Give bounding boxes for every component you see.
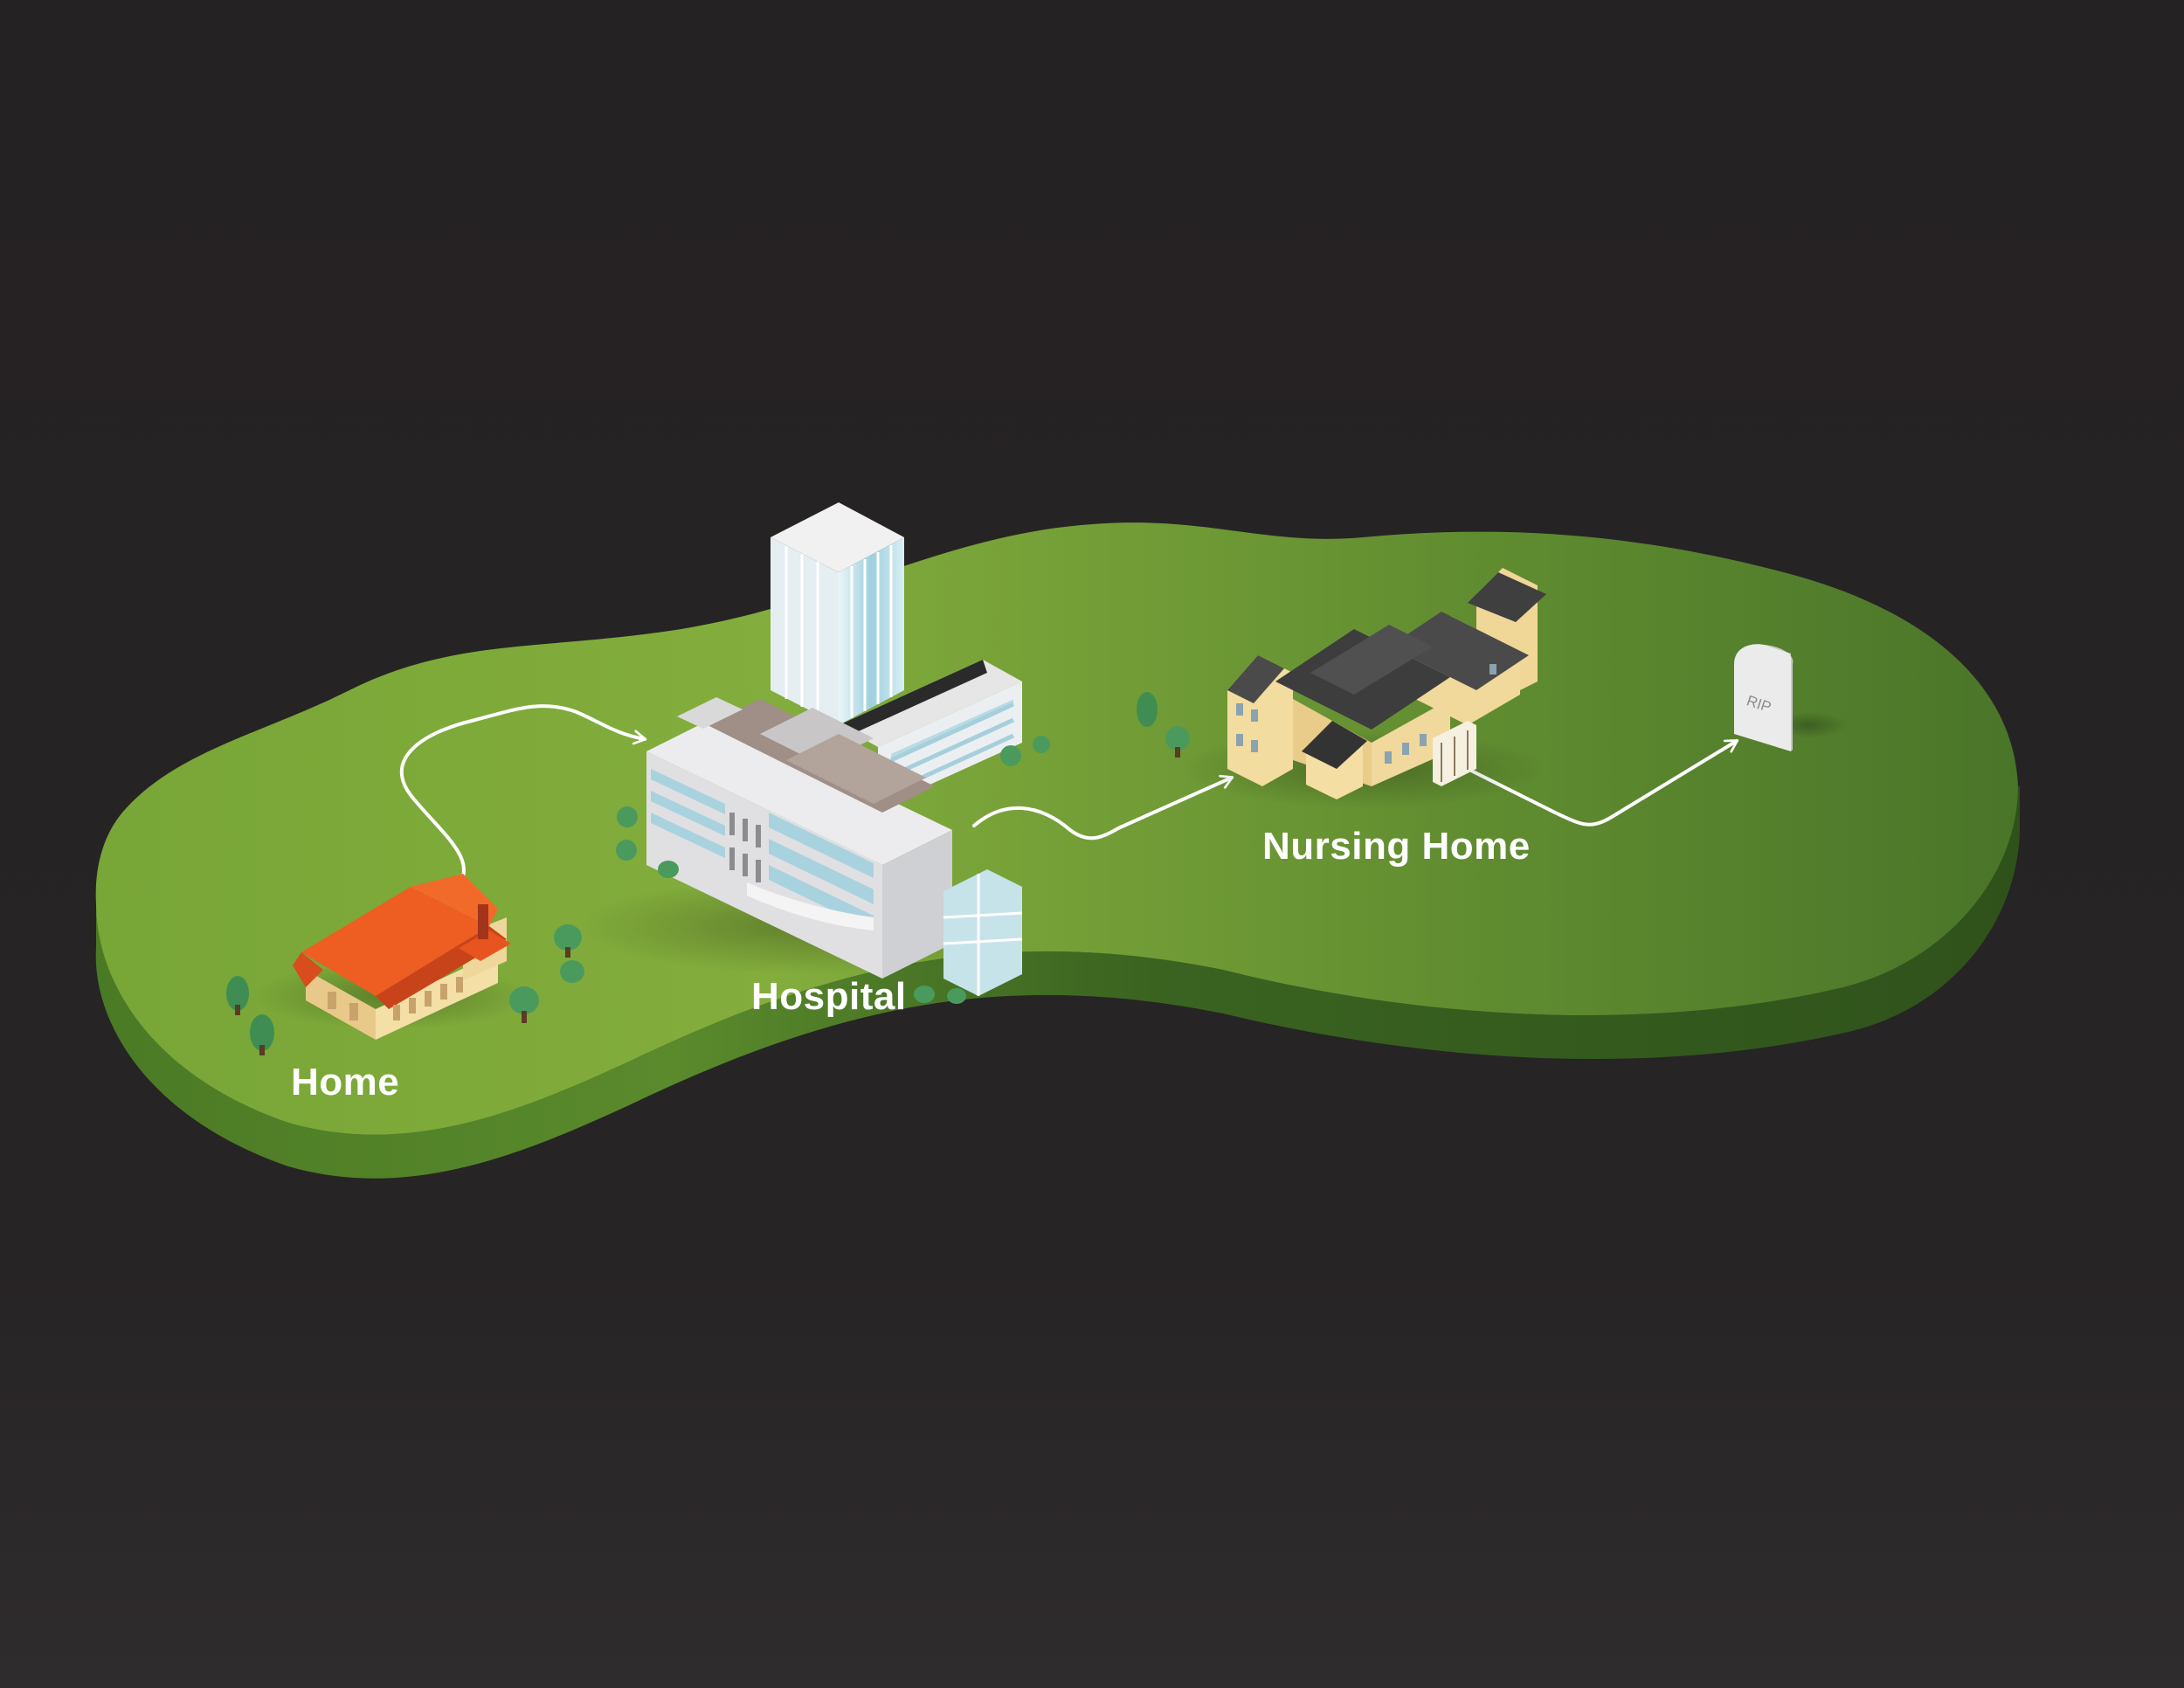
path-nursing-home-to-grave [1466, 739, 1739, 827]
hospital-label: Hospital [751, 975, 907, 1018]
path-home-to-hospital [399, 704, 647, 902]
home-house-icon [253, 874, 533, 1040]
tree-icon [560, 960, 584, 983]
tree-icon [616, 840, 637, 861]
path-hospital-to-nursing-home [972, 774, 1234, 841]
tree-icon [1000, 745, 1021, 766]
tree-icon [914, 986, 935, 1003]
tree-icon [250, 1014, 274, 1055]
tree-icon [226, 976, 249, 1015]
tree-icon [554, 924, 582, 958]
nursing-home-label: Nursing Home [1262, 825, 1531, 868]
tree-icon [1165, 726, 1190, 758]
home-label: Home [291, 1061, 399, 1103]
tree-icon [509, 986, 539, 1023]
hospital-building-icon [577, 502, 1031, 996]
tree-icon [1033, 736, 1050, 753]
tree-icon [658, 861, 679, 878]
tree-icon [617, 806, 638, 827]
tree-icon [947, 988, 966, 1004]
trees [226, 692, 1190, 1055]
nursing-home-building-icon [1179, 568, 1546, 808]
tree-icon [1137, 692, 1158, 727]
ground-side [95, 786, 2021, 1179]
journey-path [399, 704, 1739, 902]
tombstone-icon: RIP [1734, 644, 1848, 751]
